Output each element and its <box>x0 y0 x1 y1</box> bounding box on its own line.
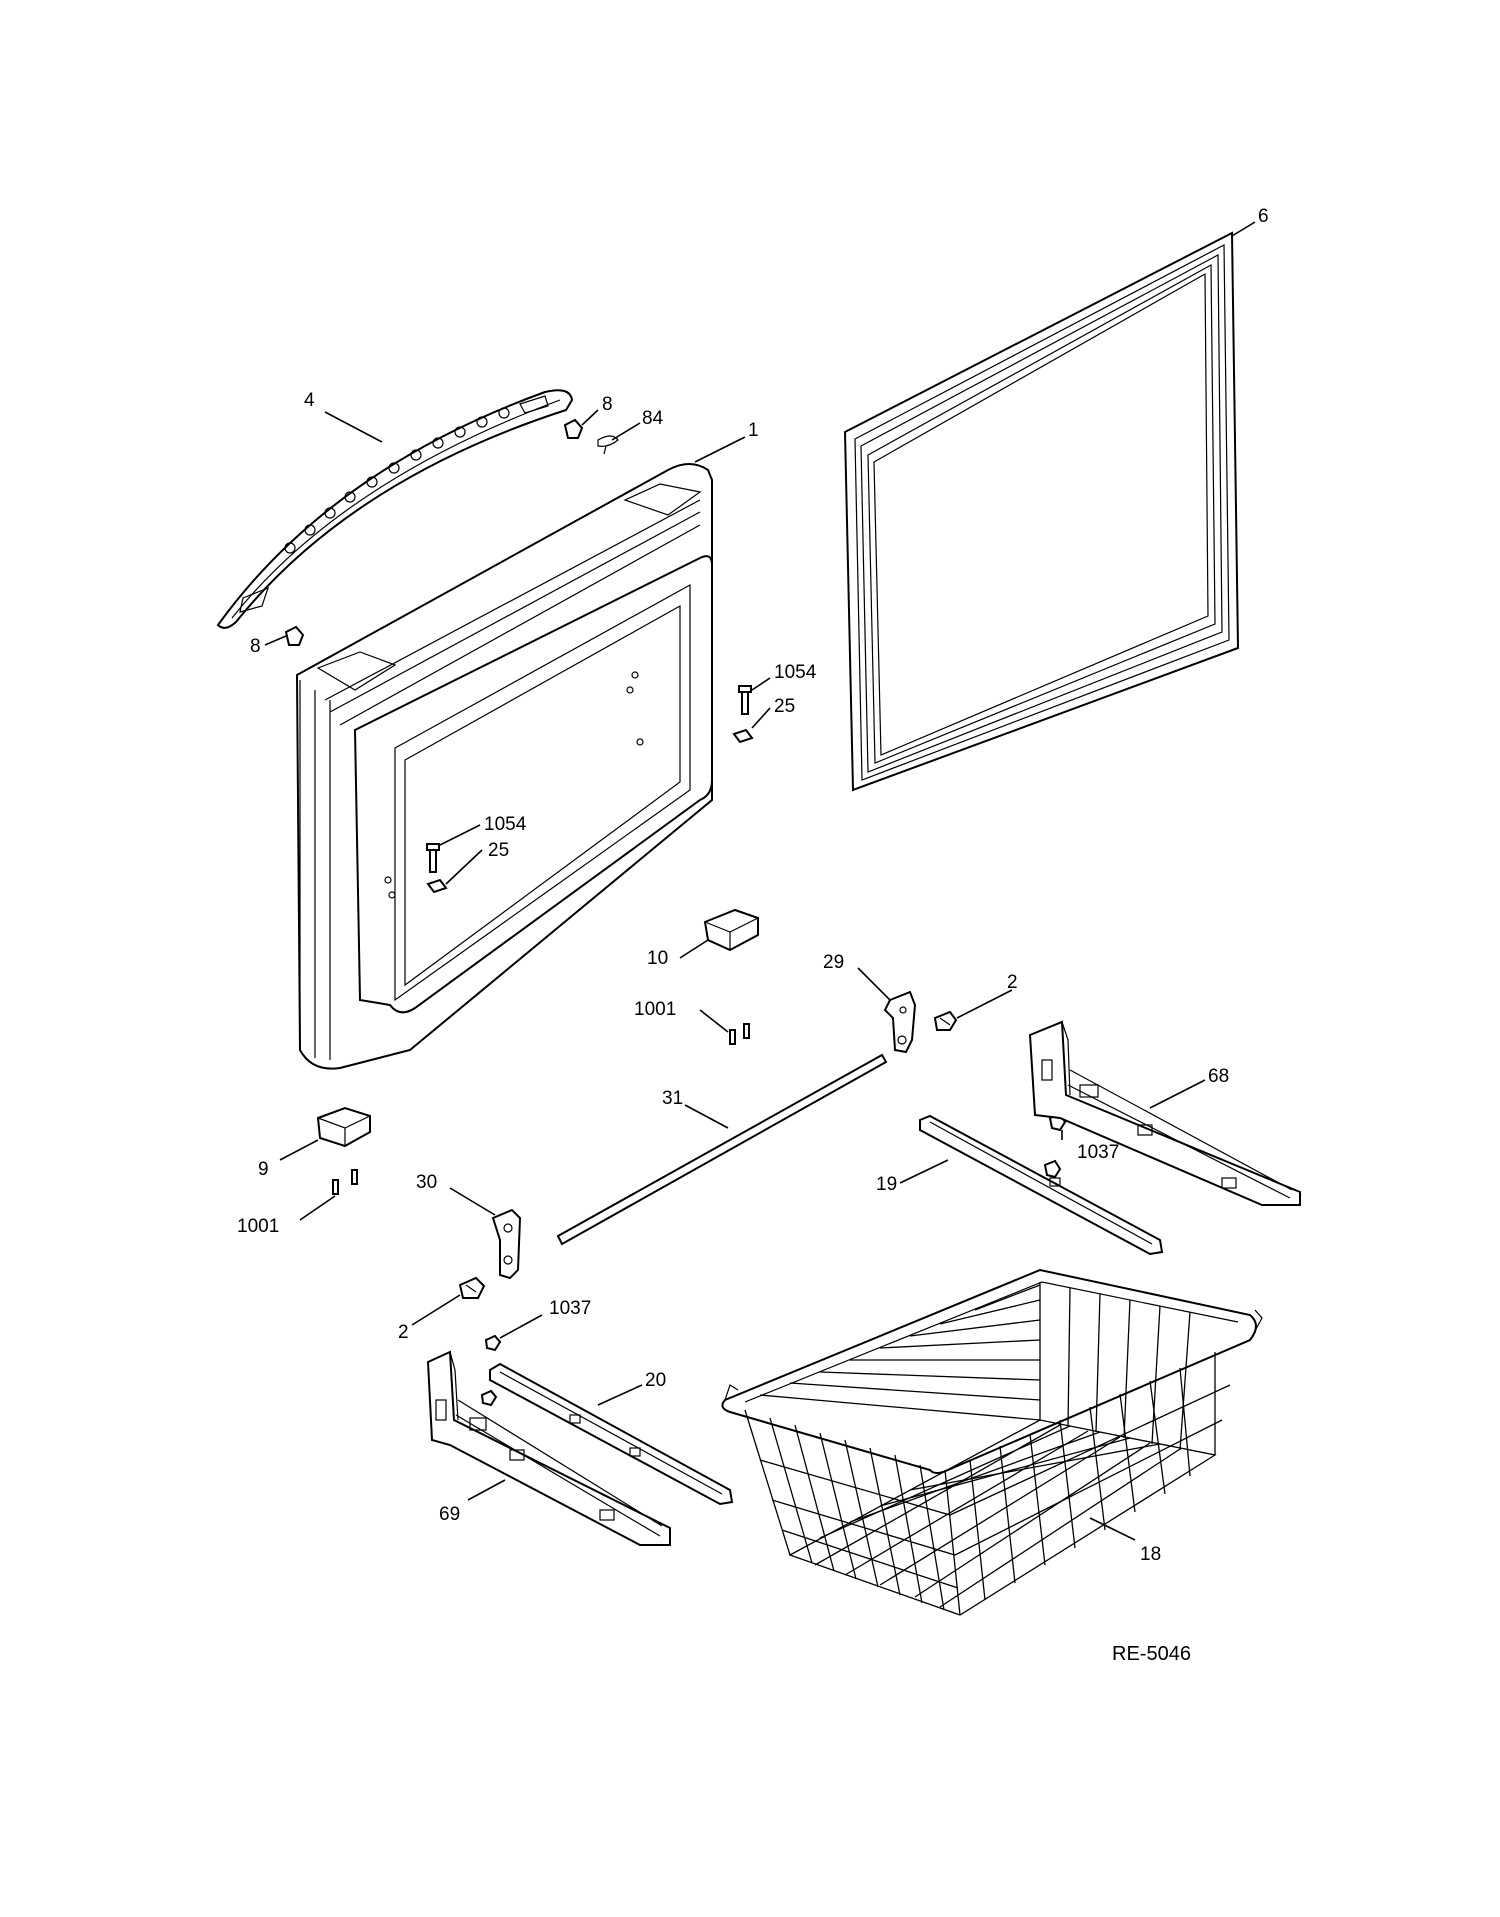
callout-20: 20 <box>645 1370 666 1391</box>
door-assembly-part <box>295 463 713 1070</box>
handle-screw-top-part <box>563 418 584 439</box>
callout-4: 4 <box>304 390 315 411</box>
callout-19: 19 <box>876 1174 897 1195</box>
screws-1001-right-part <box>729 1023 750 1045</box>
callout-9: 9 <box>258 1159 269 1180</box>
bracket-block-9-part <box>316 1106 371 1148</box>
callout-1037-right: 1037 <box>1077 1142 1119 1163</box>
hinge-arm-29-part <box>883 990 917 1054</box>
callout-2-left: 2 <box>398 1322 409 1343</box>
callout-25-left: 25 <box>488 840 509 861</box>
callout-8: 8 <box>602 394 613 415</box>
screw-1054-right-part <box>738 685 752 715</box>
callout-29: 29 <box>823 952 844 973</box>
callout-1001-left: 1001 <box>237 1216 279 1237</box>
door-handle-part <box>216 389 574 629</box>
nut-25-left-part <box>426 878 448 894</box>
callout-68: 68 <box>1208 1066 1229 1087</box>
callout-8-lower: 8 <box>250 636 261 657</box>
wire-basket-18-part <box>721 1268 1263 1616</box>
callout-2-right: 2 <box>1007 972 1018 993</box>
nut-25-right-part <box>732 728 754 744</box>
handle-screw-bottom-part <box>284 625 305 646</box>
screws-1037-left-part <box>480 1334 502 1407</box>
callout-30: 30 <box>416 1172 437 1193</box>
retainer-clip-part <box>597 435 619 455</box>
callout-10: 10 <box>647 948 668 969</box>
callout-6: 6 <box>1258 206 1269 227</box>
callout-69: 69 <box>439 1504 460 1525</box>
screw-1054-left-part <box>426 843 440 873</box>
bracket-block-10-part <box>703 908 759 952</box>
slide-bracket-68-part <box>1028 1020 1301 1206</box>
rod-31-part <box>556 1053 888 1246</box>
reference-code: RE-5046 <box>1112 1643 1191 1665</box>
callout-18: 18 <box>1140 1544 1161 1565</box>
callout-25-right: 25 <box>774 696 795 717</box>
callout-1054-left: 1054 <box>484 814 527 835</box>
callout-31: 31 <box>662 1088 683 1109</box>
leader-lines <box>264 221 1256 1541</box>
callout-labels: 4 8 84 1 6 8 1054 25 1054 25 10 1001 29 … <box>237 206 1269 1565</box>
callout-1001-right: 1001 <box>634 999 676 1020</box>
handle-finger-grips <box>284 407 510 554</box>
rail-19-part <box>919 1114 1164 1256</box>
hinge-arm-30-part <box>491 1208 522 1280</box>
screws-1001-left-part <box>332 1169 358 1195</box>
slide-bracket-69-part <box>426 1350 671 1546</box>
door-gasket-part <box>843 231 1240 792</box>
callout-1054-right: 1054 <box>774 662 817 683</box>
rail-20-part <box>489 1362 734 1506</box>
grommet-2-left-part <box>458 1276 486 1299</box>
screws-1037-right-part <box>1043 1112 1067 1179</box>
callout-84: 84 <box>642 408 664 429</box>
callout-1037-left: 1037 <box>549 1298 591 1319</box>
grommet-2-right-part <box>933 1010 958 1031</box>
callout-1: 1 <box>748 420 759 441</box>
